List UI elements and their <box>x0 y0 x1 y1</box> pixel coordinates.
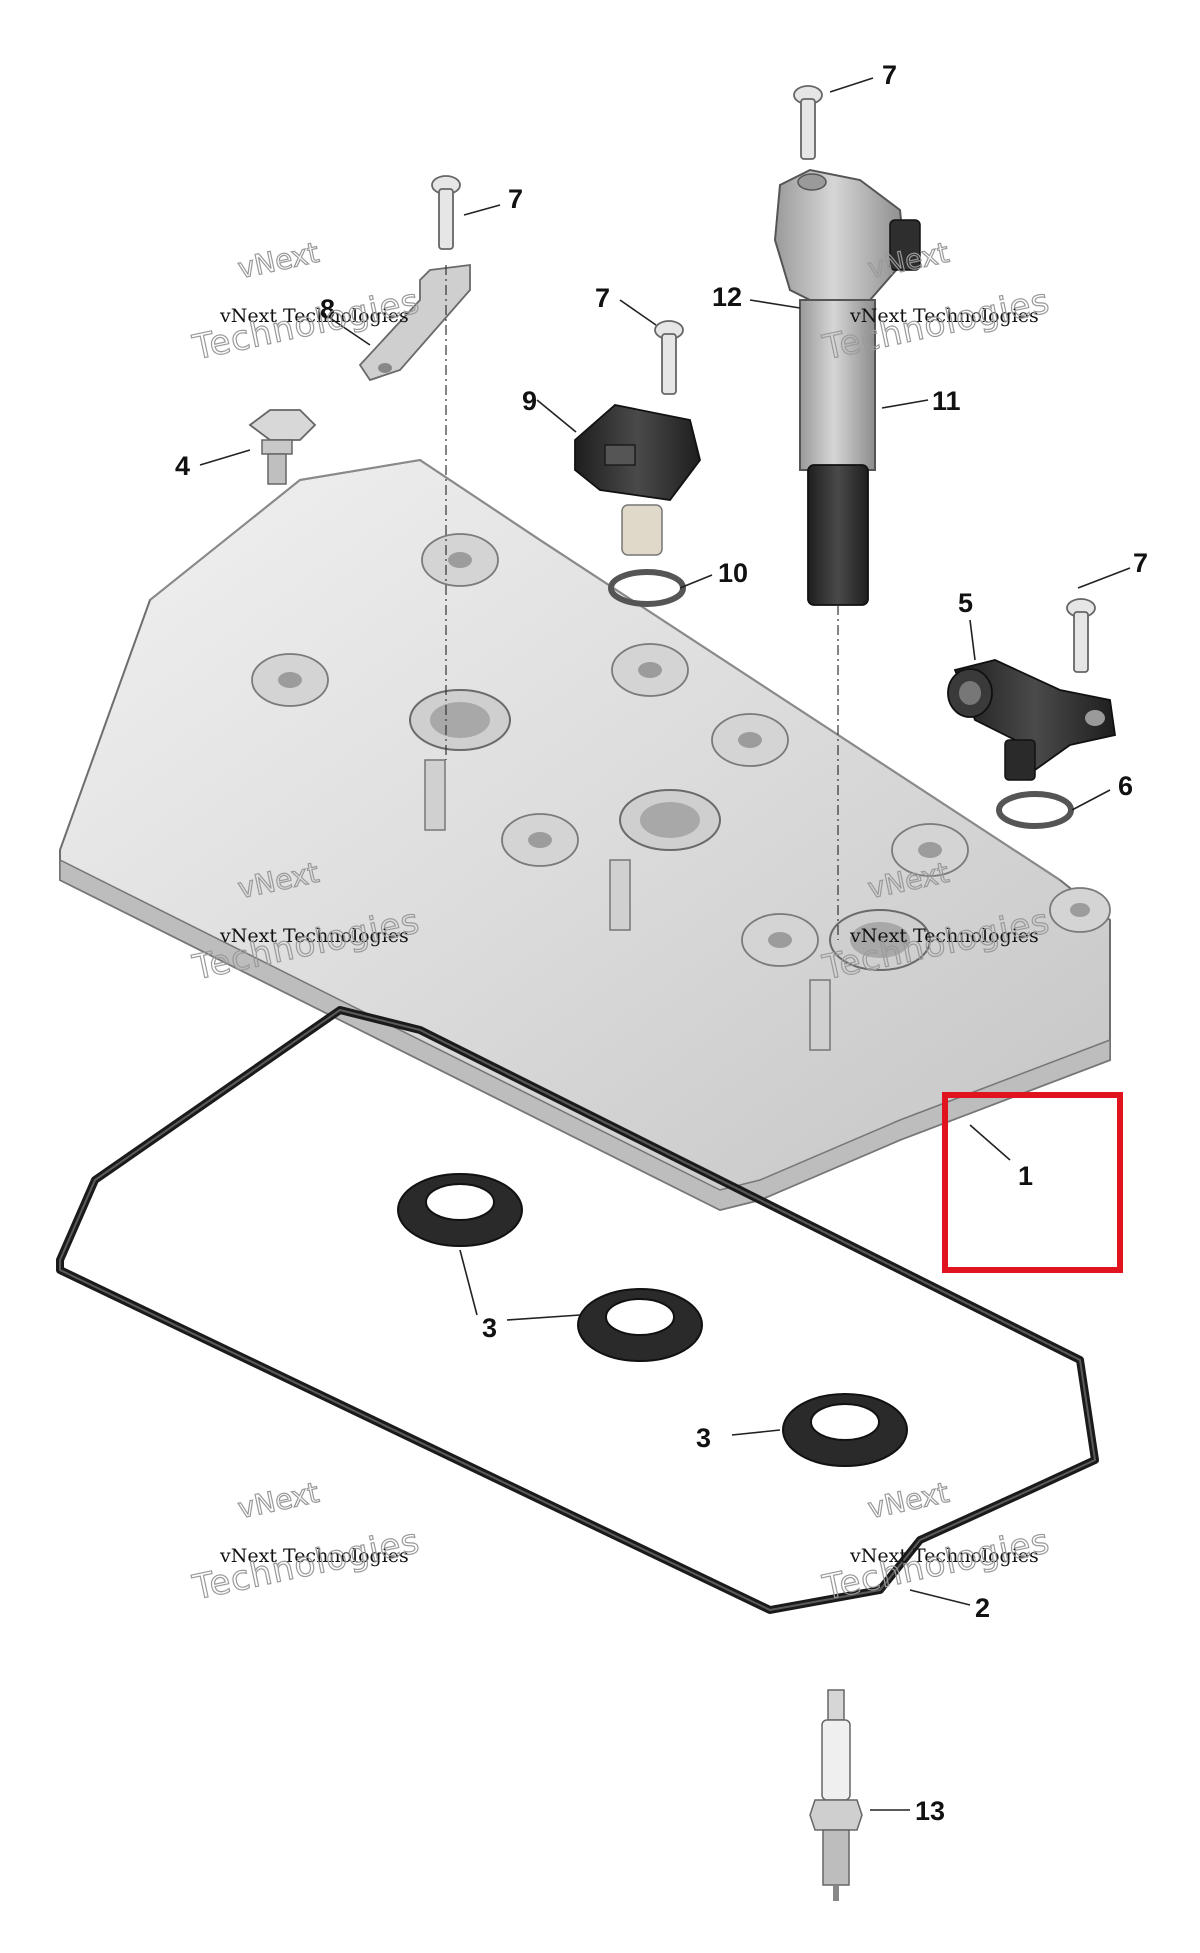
leader-lines <box>199 77 1131 1811</box>
highlight-box <box>942 1092 1123 1273</box>
watermark-small: vNext Technologies <box>849 925 1039 947</box>
callout-10: 10 <box>718 558 748 588</box>
valve-cover-icon <box>59 458 1111 1212</box>
callout-4: 4 <box>175 451 190 481</box>
sensor-icon <box>574 404 701 556</box>
gasket-icon <box>56 1006 1099 1614</box>
position-sensor-icon <box>947 659 1117 781</box>
watermark-small: vNext Technologies <box>219 305 409 327</box>
alignment-lines <box>445 265 839 940</box>
callout-9: 9 <box>522 386 537 416</box>
callout-11: 11 <box>932 386 961 416</box>
watermark-small: vNext Technologies <box>219 1545 409 1567</box>
watermark-vnext: vNext <box>235 236 322 285</box>
callout-3-left: 3 <box>482 1313 497 1343</box>
bolt-icon <box>248 409 317 485</box>
watermark-tech: Technologies <box>189 1521 424 1608</box>
watermark-small: vNext Technologies <box>849 305 1039 327</box>
callout-2: 2 <box>975 1593 990 1623</box>
callouts: 7 7 7 12 9 11 4 8 10 5 7 6 1 3 3 2 13 <box>175 60 1148 1826</box>
callout-7-right: 7 <box>1133 548 1148 578</box>
o-ring-icon <box>608 569 686 607</box>
callout-12: 12 <box>712 282 742 312</box>
callout-5: 5 <box>958 588 973 618</box>
bracket-icon <box>358 263 471 382</box>
watermark-vnext: vNext <box>865 1476 952 1525</box>
callout-1: 1 <box>1018 1161 1033 1191</box>
screw-icon <box>431 85 1096 673</box>
callout-7-bracket: 7 <box>508 184 523 214</box>
seal-icon <box>397 1173 908 1467</box>
watermark-small: vNext Technologies <box>219 925 409 947</box>
callout-7-sensor: 7 <box>595 283 610 313</box>
ignition-coil-icon <box>773 168 921 606</box>
watermark-small: vNext Technologies <box>849 1545 1039 1567</box>
o-ring-icon <box>996 791 1074 829</box>
callout-3-right: 3 <box>696 1423 711 1453</box>
callout-8: 8 <box>320 294 335 324</box>
callout-7-top: 7 <box>882 60 897 90</box>
callout-13: 13 <box>915 1796 945 1826</box>
watermark-vnext: vNext <box>235 1476 322 1525</box>
callout-6: 6 <box>1118 771 1133 801</box>
spark-plug-icon <box>809 1689 863 1901</box>
